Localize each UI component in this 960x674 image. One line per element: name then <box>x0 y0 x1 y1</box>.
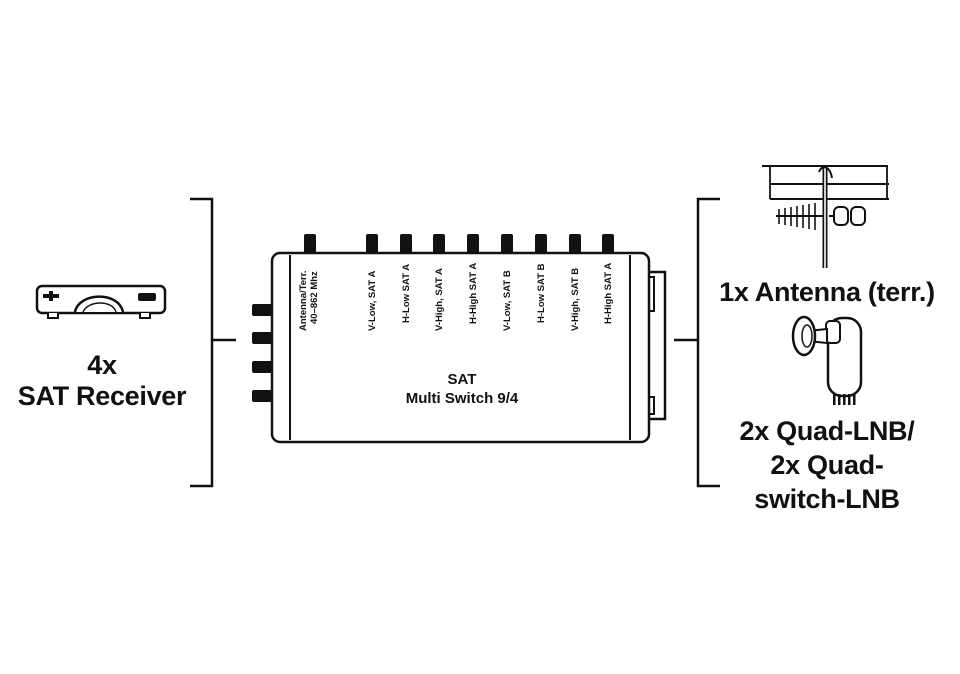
port-label-terrestrial-line2: 40–862 Mhz <box>309 271 320 324</box>
terrestrial-connector <box>304 234 316 254</box>
multiswitch-body <box>270 251 667 444</box>
input-connector <box>366 234 378 254</box>
input-connector <box>433 234 445 254</box>
output-connector <box>252 390 273 402</box>
input-connector <box>501 234 513 254</box>
antenna-icon <box>762 165 889 268</box>
receiver-label: 4x SAT Receiver <box>0 350 204 412</box>
output-connectors <box>252 304 273 402</box>
lnb-label: 2x Quad-LNB/ 2x Quad- switch-LNB <box>700 414 954 516</box>
port-label-terrestrial: Antenna/Terr. 40–862 Mhz <box>298 270 320 331</box>
input-connector <box>569 234 581 254</box>
port-label-input-5: V-Low, SAT B <box>502 270 513 331</box>
antenna-label: 1x Antenna (terr.) <box>719 277 935 307</box>
receiver-count: 4x <box>87 350 117 380</box>
port-label-input-1: V-Low, SAT A <box>367 270 378 331</box>
input-connector <box>467 234 479 254</box>
output-connector <box>252 332 273 344</box>
port-label-input-4: H-High SAT A <box>468 262 479 324</box>
device-label-line2: Multi Switch 9/4 <box>405 390 519 407</box>
receiver-icon <box>35 284 167 319</box>
lnb-label-line3: switch-LNB <box>754 484 900 514</box>
receiver-name: SAT Receiver <box>17 381 187 411</box>
lnb-icon <box>791 315 863 405</box>
lnb-label-line1: 2x Quad-LNB/ <box>739 416 915 446</box>
lnb-label-line2: 2x Quad- <box>770 450 884 480</box>
right-bracket <box>674 197 720 488</box>
port-label-terrestrial-line1: Antenna/Terr. <box>298 270 309 331</box>
device-label-line1: SAT <box>447 371 477 388</box>
input-connector <box>535 234 547 254</box>
port-label-input-8: H-High SAT A <box>603 262 614 324</box>
output-connector <box>252 361 273 373</box>
device-label: SAT Multi Switch 9/4 <box>372 370 552 408</box>
port-label-input-6: H-Low SAT B <box>536 263 547 323</box>
input-connector <box>602 234 614 254</box>
output-connector <box>252 304 273 316</box>
input-connector <box>400 234 412 254</box>
left-bracket <box>190 197 236 488</box>
port-label-input-2: H-Low SAT A <box>401 263 412 323</box>
port-label-input-7: V-High, SAT B <box>570 267 581 331</box>
port-label-input-3: V-High, SAT A <box>434 268 445 331</box>
input-connectors <box>304 234 614 254</box>
